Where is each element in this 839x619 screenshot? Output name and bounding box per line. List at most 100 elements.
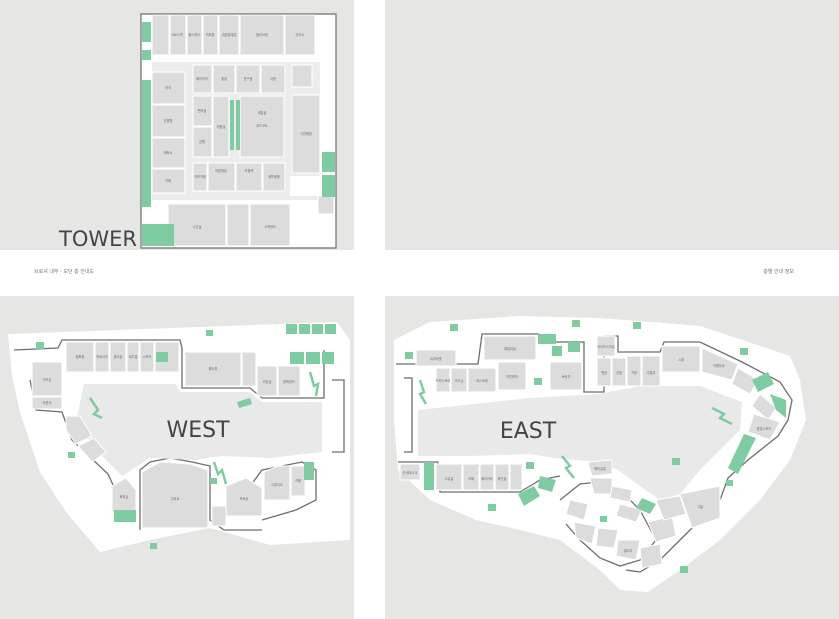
east-shop[interactable] xyxy=(483,335,537,361)
tower-shop[interactable] xyxy=(235,162,263,192)
east-shop[interactable] xyxy=(609,485,633,503)
tower-shop[interactable] xyxy=(169,14,187,56)
east-shop[interactable] xyxy=(626,355,642,387)
east-shop[interactable] xyxy=(462,463,480,491)
west-shop[interactable] xyxy=(184,351,242,387)
east-facility[interactable] xyxy=(424,462,434,490)
east-facility[interactable] xyxy=(534,378,542,385)
east-facility[interactable] xyxy=(450,324,458,331)
west-facility[interactable] xyxy=(36,342,44,349)
tower-shop[interactable] xyxy=(260,64,286,94)
west-shop[interactable] xyxy=(94,341,110,373)
tower-shop[interactable] xyxy=(212,95,230,158)
tower-shop[interactable] xyxy=(151,168,186,194)
east-shop[interactable] xyxy=(549,361,583,391)
west-facility[interactable] xyxy=(68,452,75,458)
tower-escalator[interactable] xyxy=(236,100,240,150)
east-facility[interactable] xyxy=(672,458,680,465)
west-facility[interactable] xyxy=(306,352,320,364)
tower-shop[interactable] xyxy=(202,14,219,56)
east-shop[interactable] xyxy=(587,459,613,477)
east-shop[interactable] xyxy=(611,357,627,387)
east-facility[interactable] xyxy=(526,462,534,469)
tower-shop[interactable] xyxy=(192,162,208,192)
east-shop[interactable] xyxy=(655,495,687,521)
east-shop[interactable] xyxy=(565,499,589,521)
tower-shop[interactable] xyxy=(235,64,261,94)
east-facility[interactable] xyxy=(552,346,562,356)
west-facility[interactable] xyxy=(312,324,323,334)
east-shop[interactable] xyxy=(589,477,613,495)
tower-facility[interactable] xyxy=(322,152,335,172)
tower-shop[interactable] xyxy=(207,162,236,192)
east-shop[interactable] xyxy=(731,367,759,395)
west-shop[interactable] xyxy=(109,341,127,373)
tower-shop[interactable] xyxy=(151,104,186,138)
tower-facility[interactable] xyxy=(142,80,151,207)
east-facility[interactable] xyxy=(518,486,540,506)
east-facility[interactable] xyxy=(752,372,774,392)
tower-shop[interactable] xyxy=(212,64,236,94)
tower-escalator[interactable] xyxy=(230,100,234,150)
tower-shop[interactable] xyxy=(151,14,170,56)
west-shop[interactable] xyxy=(141,461,209,529)
tower-shop[interactable] xyxy=(192,64,213,94)
west-facility[interactable] xyxy=(290,352,304,364)
east-facility[interactable] xyxy=(600,516,607,522)
east-facility[interactable] xyxy=(636,498,656,514)
west-facility[interactable] xyxy=(237,398,252,408)
west-shop[interactable] xyxy=(256,365,278,397)
west-facility[interactable] xyxy=(325,324,336,334)
east-shop[interactable] xyxy=(661,345,701,373)
west-shop[interactable] xyxy=(31,361,63,397)
tower-shop[interactable] xyxy=(249,203,291,247)
east-shop[interactable] xyxy=(615,539,641,561)
tower-shop[interactable] xyxy=(192,95,213,127)
east-escalator[interactable] xyxy=(711,406,733,426)
west-facility[interactable] xyxy=(114,510,136,522)
west-facility[interactable] xyxy=(210,478,217,484)
east-shop[interactable] xyxy=(435,367,451,393)
tower-shop[interactable] xyxy=(317,195,335,215)
east-facility[interactable] xyxy=(740,348,748,355)
east-shop[interactable] xyxy=(747,413,781,441)
tower-shop[interactable] xyxy=(291,94,321,174)
east-shop[interactable] xyxy=(679,485,721,529)
tower-shop[interactable] xyxy=(239,95,285,158)
tower-shop[interactable] xyxy=(218,14,240,56)
east-shop[interactable] xyxy=(596,335,616,357)
tower-shop[interactable] xyxy=(226,203,250,247)
east-shop[interactable] xyxy=(701,347,739,381)
east-facility[interactable] xyxy=(728,434,756,474)
tower-shop[interactable] xyxy=(167,203,227,247)
east-facility[interactable] xyxy=(568,342,580,352)
tower-shop[interactable] xyxy=(151,71,186,105)
west-escalator[interactable] xyxy=(88,397,103,420)
east-facility[interactable] xyxy=(726,480,733,486)
east-facility[interactable] xyxy=(405,352,413,359)
east-facility[interactable] xyxy=(538,334,556,344)
west-facility[interactable] xyxy=(156,352,168,362)
east-facility[interactable] xyxy=(770,394,786,418)
west-shop[interactable] xyxy=(277,365,301,397)
west-escalator[interactable] xyxy=(212,461,228,485)
east-shop[interactable] xyxy=(497,361,527,391)
tower-facility[interactable] xyxy=(322,175,335,197)
east-shop[interactable] xyxy=(573,521,597,545)
east-shop[interactable] xyxy=(494,463,510,491)
west-shop[interactable] xyxy=(290,465,306,497)
west-facility[interactable] xyxy=(299,324,310,334)
east-shop[interactable] xyxy=(641,355,661,387)
tower-shop[interactable] xyxy=(192,126,213,158)
west-facility[interactable] xyxy=(322,352,334,364)
east-shop[interactable] xyxy=(450,367,468,393)
west-facility[interactable] xyxy=(286,324,297,334)
east-facility[interactable] xyxy=(488,504,496,511)
east-facility[interactable] xyxy=(680,566,688,573)
east-shop[interactable] xyxy=(479,463,495,491)
tower-shop[interactable] xyxy=(239,14,285,56)
west-shop[interactable] xyxy=(77,437,107,463)
tower-facility[interactable] xyxy=(142,50,151,60)
east-escalator[interactable] xyxy=(561,455,575,479)
west-shop[interactable] xyxy=(263,465,291,501)
